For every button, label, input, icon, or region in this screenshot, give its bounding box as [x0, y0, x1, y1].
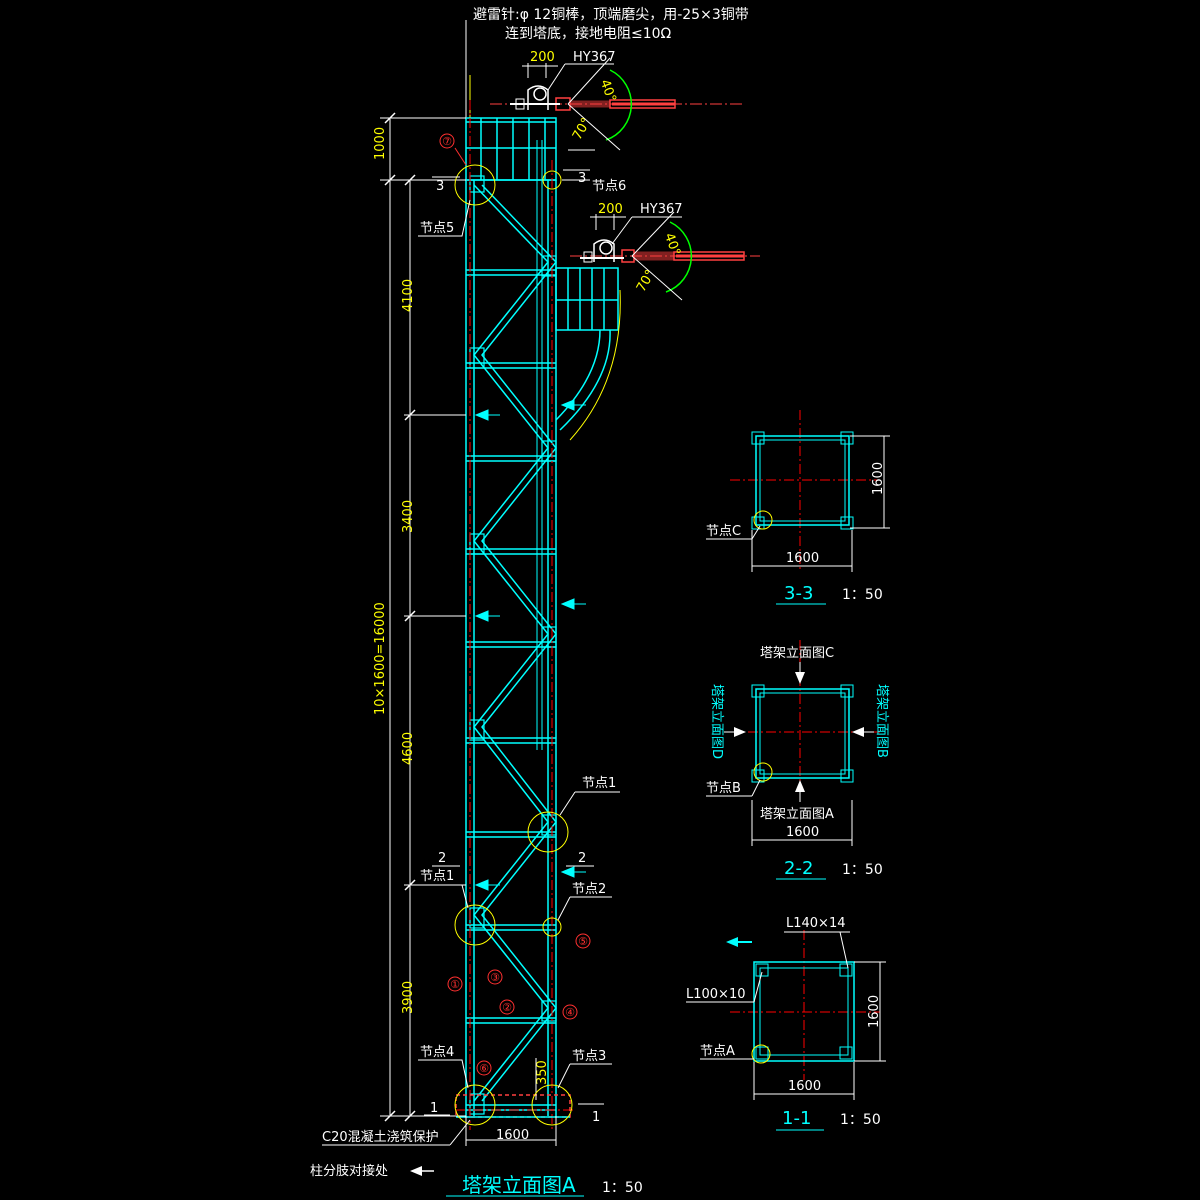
cut-2-right: 2	[578, 851, 586, 866]
antenna-mid-model: HY367	[640, 202, 683, 217]
s33-height: 1600	[871, 462, 886, 495]
node-4-label: 节点4	[420, 1045, 454, 1060]
s33-title: 3-3	[784, 583, 813, 604]
dim-3400: 3400	[401, 500, 416, 533]
gusset-plates	[469, 175, 557, 1115]
lightning-rod-note: 避雷针:φ 12铜棒，顶端磨尖，用-25×3铜带 连到塔底，接地电阻≤10Ω	[473, 7, 749, 42]
s11-node: 节点A	[700, 1044, 735, 1059]
marker-2: ②	[502, 1001, 512, 1014]
s22-top-label: 塔架立面图C	[760, 646, 834, 661]
base-width-label: 1600	[496, 1128, 529, 1143]
concrete-note: C20混凝土浇筑保护	[322, 1129, 439, 1145]
section-tags: 3 3 2 2 1 1	[424, 169, 604, 1125]
cut-2-left: 2	[438, 851, 446, 866]
s11-angle-big: L140×14	[786, 916, 846, 931]
section-2-2: 塔架立面图C 塔架立面图D 塔架立面图B 塔架立面图A 节点B 1600 2-2…	[706, 640, 889, 880]
node-2-label: 节点2	[572, 882, 606, 897]
cut-1-right: 1	[592, 1110, 600, 1125]
dim-total: 10×1600=16000	[373, 602, 388, 715]
cut-1-left: 1	[430, 1101, 438, 1116]
marker-6: ⑥	[479, 1062, 489, 1075]
dimension-labels: 1000 4100 3400 10×1600=16000 4600 3900 3…	[373, 127, 550, 1085]
antenna-top-angle1: 40°	[597, 78, 619, 105]
member-markers	[439, 133, 591, 1076]
marker-3: ③	[490, 971, 500, 984]
s11-title: 1-1	[782, 1108, 811, 1129]
marker-1: ①	[450, 978, 460, 991]
dim-1000: 1000	[373, 127, 388, 160]
antenna-mid: 200 HY367 40° 70°	[570, 202, 760, 301]
node-5-label: 节点5	[420, 221, 454, 236]
base-block	[455, 1094, 571, 1118]
mid-platform	[555, 267, 619, 431]
dim-3900: 3900	[401, 981, 416, 1014]
s11-angle-small: L100×10	[686, 987, 746, 1002]
dim-4100: 4100	[401, 279, 416, 312]
antenna-mid-dim: 200	[598, 202, 623, 217]
antenna-mid-angle1: 40°	[661, 231, 683, 258]
cut-3-right: 3	[578, 171, 586, 186]
s11-scale: 1：50	[840, 1112, 881, 1128]
main-title: 塔架立面图A 1：50	[446, 1173, 643, 1197]
base-notes: C20混凝土浇筑保护 柱分肢对接处	[310, 1119, 471, 1179]
section-arrows	[474, 399, 586, 891]
node-leaders	[418, 179, 620, 1089]
node-1-left-label: 节点1	[420, 869, 454, 884]
s11-width: 1600	[788, 1079, 821, 1094]
section-3-3: 1600 1600 节点C 3-3 1：50	[706, 410, 890, 605]
s11-height: 1600	[867, 995, 882, 1028]
node-6-label: 节点6	[592, 179, 626, 194]
node-3-label: 节点3	[572, 1049, 606, 1064]
splice-note: 柱分肢对接处	[310, 1163, 388, 1179]
antenna-top-dim: 200	[530, 50, 555, 65]
s22-right-label: 塔架立面图B	[874, 684, 889, 758]
marker-4: ④	[565, 1006, 575, 1019]
s22-left-label: 塔架立面图D	[709, 684, 724, 759]
note-line-2: 连到塔底，接地电阻≤10Ω	[505, 25, 672, 42]
cut-3-left: 3	[436, 179, 444, 194]
s22-title: 2-2	[784, 858, 813, 879]
tower-elevation	[455, 20, 621, 1130]
node-labels: 节点5 节点6 节点1 节点1 节点2 节点3 节点4	[420, 179, 626, 1064]
node-1-right-label: 节点1	[582, 776, 616, 791]
main-scale: 1：50	[602, 1180, 643, 1196]
s33-scale: 1：50	[842, 587, 883, 603]
antenna-top-model: HY367	[573, 50, 616, 65]
s22-scale: 1：50	[842, 862, 883, 878]
note-line-1: 避雷针:φ 12铜棒，顶端磨尖，用-25×3铜带	[473, 7, 749, 23]
dim-4600: 4600	[401, 732, 416, 765]
section-1-1: L140×14 L100×10 1600 节点A 1600 1-1 1：50	[686, 916, 886, 1131]
s22-bottom-label: 塔架立面图A	[760, 807, 834, 822]
marker-7: ⑦	[442, 135, 452, 148]
s22-node: 节点B	[706, 781, 741, 796]
node-circles	[454, 164, 573, 1126]
main-title-text: 塔架立面图A	[462, 1173, 576, 1197]
base-width-dim: 1600	[465, 1116, 557, 1146]
marker-5: ⑤	[578, 935, 588, 948]
centerlines	[455, 100, 575, 1130]
top-platform	[465, 117, 557, 181]
dim-350: 350	[535, 1060, 550, 1085]
s22-width: 1600	[786, 825, 819, 840]
dim-ticks	[384, 112, 416, 1122]
s33-node: 节点C	[706, 524, 741, 539]
s33-width: 1600	[786, 551, 819, 566]
member-marker-labels: ① ② ③ ④ ⑤ ⑥ ⑦	[442, 135, 588, 1075]
